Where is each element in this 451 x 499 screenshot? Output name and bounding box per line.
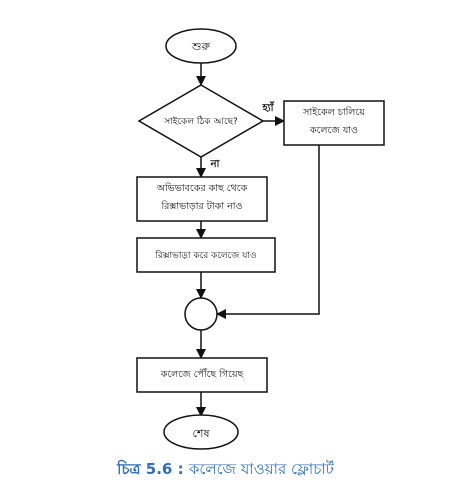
figure-caption: চিত্র 5.6 : কলেজে যাওয়ার ফ্লোচার্ট <box>0 458 451 483</box>
rickshaw-label: রিক্সাভাড়া করে কলেজে যাও <box>155 251 257 261</box>
arrived-label: কলেজে পৌঁছে গিয়েছ <box>160 369 244 380</box>
start-label: শুরু <box>192 40 210 53</box>
get-fare-label-line1: অভিভাবকের কাছ থেকে <box>156 183 248 194</box>
no-label: না <box>210 159 220 170</box>
arrived-box <box>136 357 268 393</box>
arrow-cycle-to-connector <box>216 145 320 319</box>
rickshaw-box <box>136 237 276 273</box>
end-label: শেষ <box>192 427 210 440</box>
ride-cycle-label-line1: সাইকেল চালিয়ে <box>303 107 365 118</box>
end-terminal <box>163 414 239 450</box>
connector-circle <box>184 297 218 331</box>
yes-label: হ্যাঁ <box>262 103 274 114</box>
caption-title: কলেজে যাওয়ার ফ্লোচার্ট <box>188 460 334 478</box>
ride-cycle-label-line2: কলেজে যাও <box>309 125 359 136</box>
get-fare-box <box>136 176 268 222</box>
ride-cycle-box <box>283 100 385 146</box>
get-fare-label-line2: রিক্সাভাড়ার টাকা নাও <box>161 201 243 212</box>
decision-label: সাইকেল ঠিক আছে? <box>164 117 238 127</box>
caption-prefix: চিত্র 5.6 : <box>117 460 184 478</box>
